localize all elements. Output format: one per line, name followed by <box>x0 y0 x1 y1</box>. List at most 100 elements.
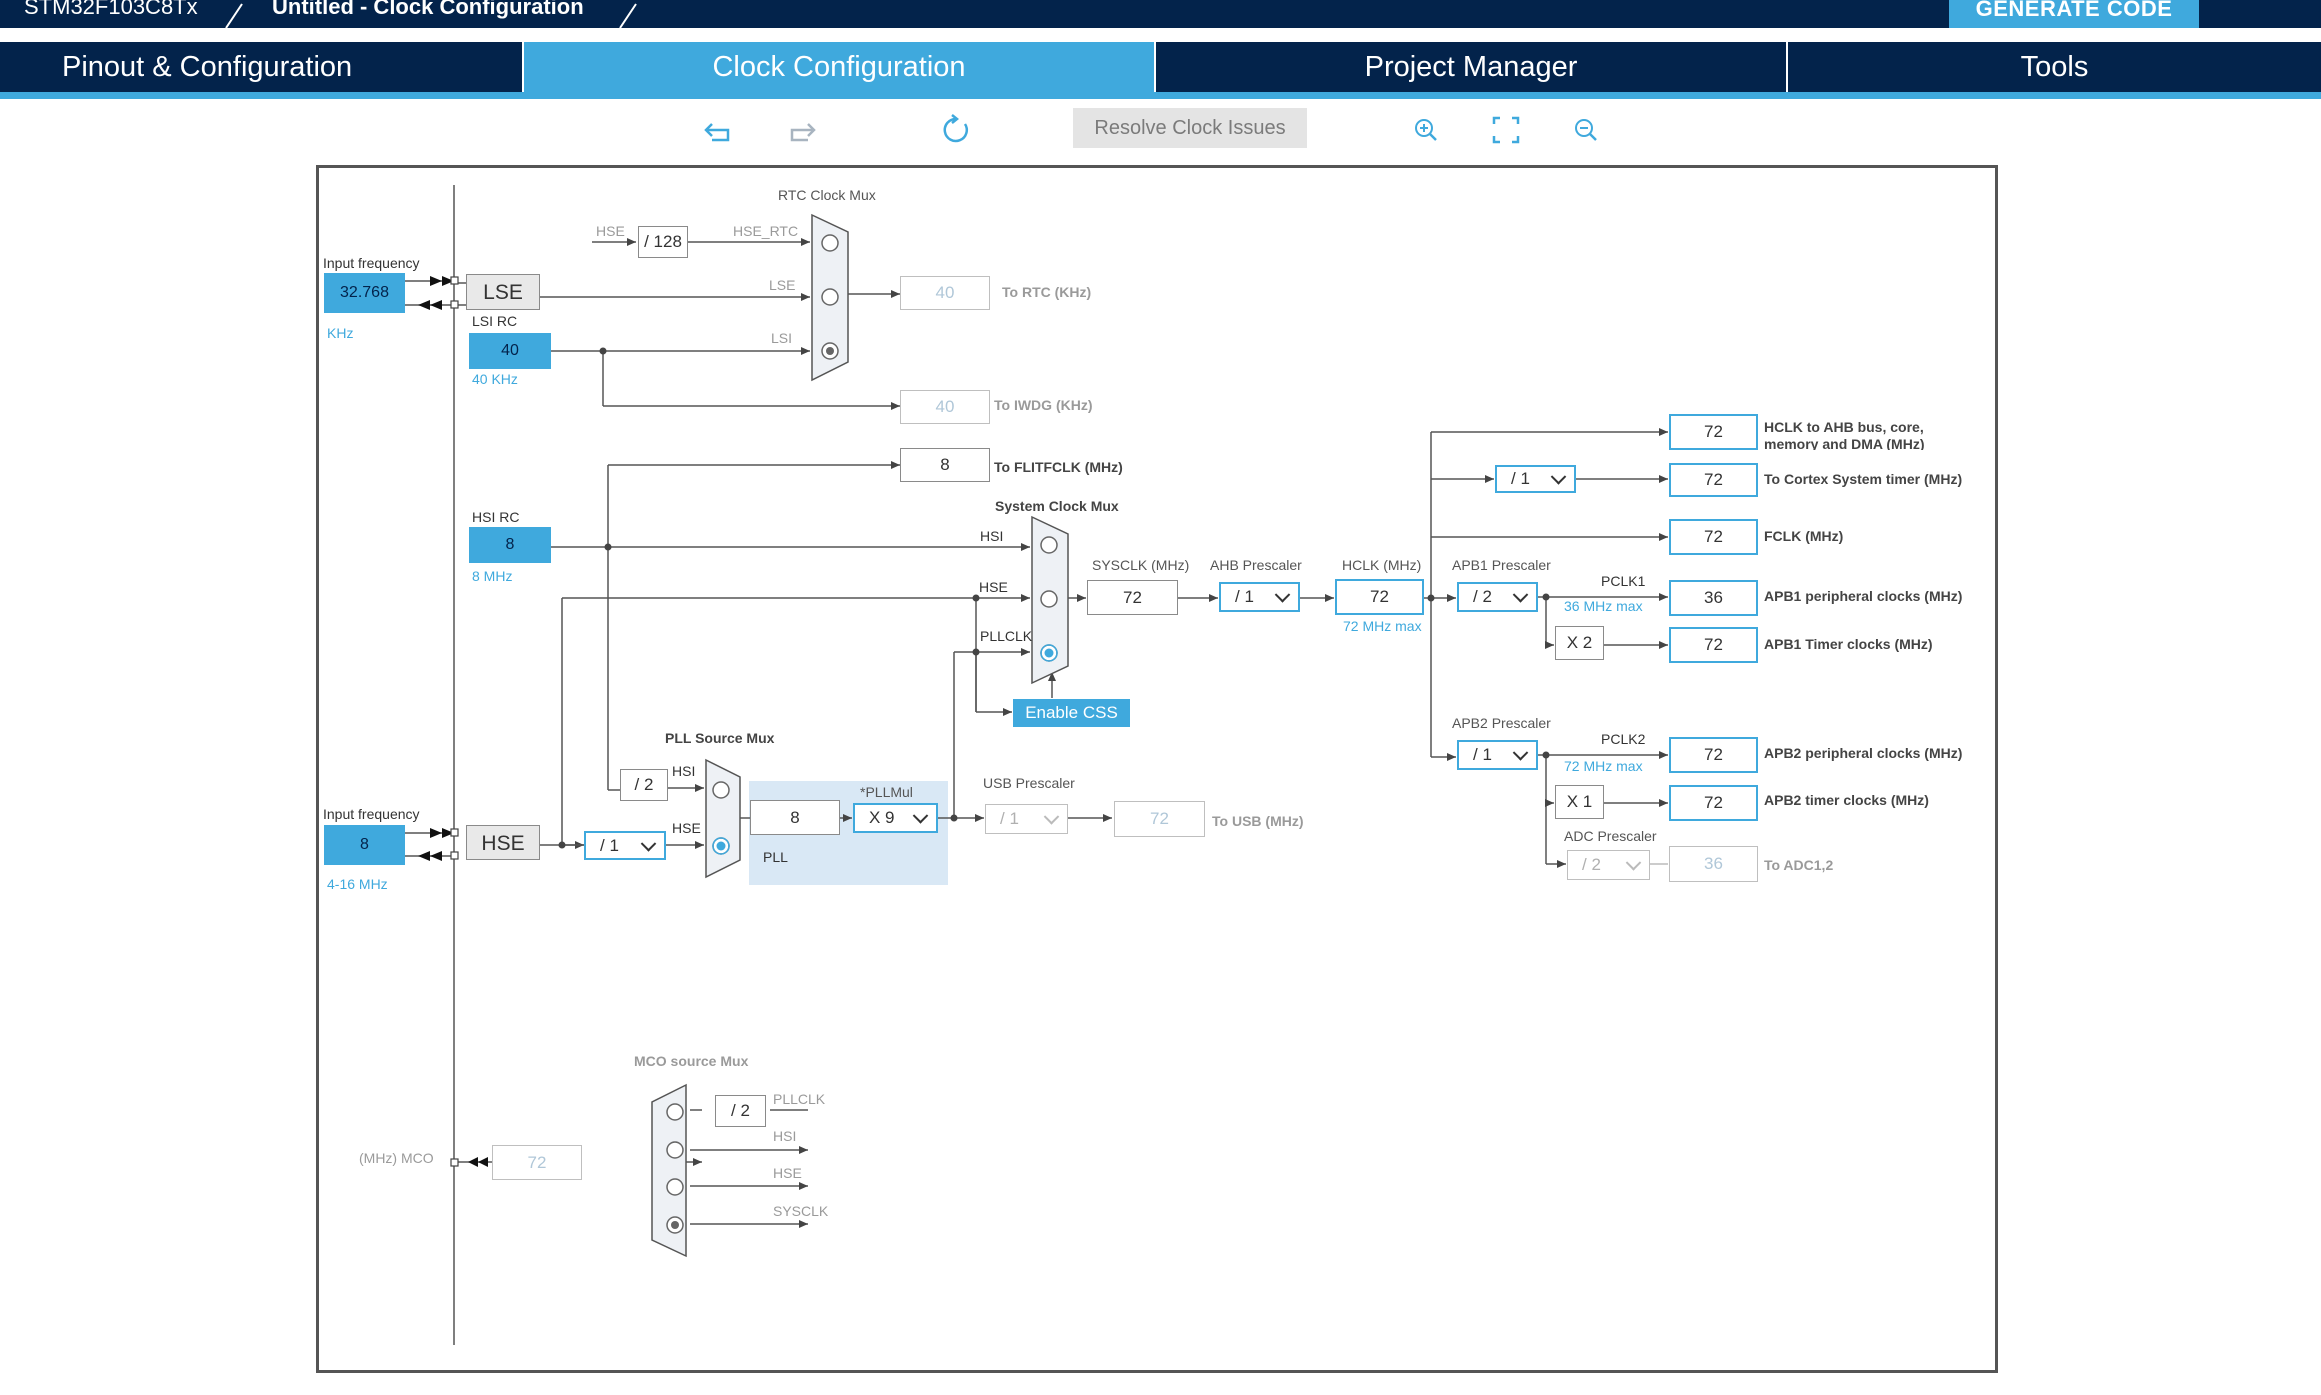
rtc-hse-label: HSE <box>596 223 625 239</box>
mco-label: (MHz) MCO <box>359 1150 434 1166</box>
refresh-icon[interactable] <box>938 112 974 148</box>
breadcrumb-project[interactable]: Untitled - Clock Configuration <box>272 0 584 19</box>
lse-unit: KHz <box>327 325 354 341</box>
usb-prescaler-label: USB Prescaler <box>983 775 1075 791</box>
apb1-peripheral-output-label: APB1 peripheral clocks (MHz) <box>1764 588 1963 604</box>
apb1-prescaler-label: APB1 Prescaler <box>1452 557 1551 573</box>
apb2-prescaler-label: APB2 Prescaler <box>1452 715 1551 731</box>
zoom-in-icon[interactable] <box>1408 112 1444 148</box>
breadcrumb-device[interactable]: STM32F103C8Tx <box>24 0 198 19</box>
apb2-peripheral-output-label: APB2 peripheral clocks (MHz) <box>1764 745 1963 761</box>
hclk-ahb-output-label: HCLK to AHB bus, core, <box>1764 419 1924 435</box>
hclk-max: 72 MHz max <box>1343 618 1422 634</box>
tab-underline <box>0 92 2321 99</box>
apb1-timer-multiplier: X 2 <box>1555 626 1604 660</box>
lsi-label: LSI RC <box>472 313 518 329</box>
hse-prediv-select[interactable]: / 1 <box>584 831 666 860</box>
pll-input-value: 8 <box>750 800 840 835</box>
enable-css-button[interactable]: Enable CSS <box>1013 699 1130 727</box>
hclk-value[interactable]: 72 <box>1335 579 1424 615</box>
tab-separator <box>522 42 524 92</box>
cortex-timer-divider-select[interactable]: / 1 <box>1495 465 1576 493</box>
tab-clock-configuration[interactable]: Clock Configuration <box>524 42 1154 92</box>
pll-mux-hsi-label: HSI <box>672 763 696 779</box>
apb2-prescaler-value: / 1 <box>1473 745 1492 764</box>
apb2-peripheral-output-value[interactable]: 72 <box>1669 737 1758 773</box>
rtc-lsi-label: LSI <box>771 330 793 346</box>
top-bar <box>0 0 2321 28</box>
chevron-down-icon <box>1512 745 1529 761</box>
generate-code-button[interactable]: GENERATE CODE <box>1949 0 2199 28</box>
pllmul-select[interactable]: X 9 <box>853 803 938 833</box>
fclk-output-value[interactable]: 72 <box>1669 519 1758 555</box>
adc-prescaler-value: / 2 <box>1582 855 1601 874</box>
lse-input-frequency[interactable]: 32.768 <box>324 273 405 313</box>
lsi-unit: 40 KHz <box>472 371 518 387</box>
apb2-timer-multiplier: X 1 <box>1555 785 1604 819</box>
tab-separator <box>1154 42 1156 92</box>
apb2-timer-output-label: APB2 timer clocks (MHz) <box>1764 792 1929 808</box>
iwdg-output-label: To IWDG (KHz) <box>994 397 1093 413</box>
adc-output-label: To ADC1,2 <box>1764 857 1834 873</box>
apb2-timer-output-value[interactable]: 72 <box>1669 785 1758 821</box>
apb2-prescaler-select[interactable]: / 1 <box>1457 740 1538 770</box>
pll-source-mux-title: PLL Source Mux <box>665 730 775 746</box>
mco-value: 72 <box>492 1145 582 1180</box>
chevron-down-icon <box>1625 855 1642 871</box>
hsi-label: HSI RC <box>472 509 520 525</box>
system-mux-title: System Clock Mux <box>995 498 1119 514</box>
chevron-down-icon <box>912 808 929 824</box>
apb1-peripheral-output-value[interactable]: 36 <box>1669 580 1758 616</box>
undo-icon[interactable] <box>702 112 738 148</box>
fit-screen-icon[interactable] <box>1488 112 1524 148</box>
apb1-timer-output-label: APB1 Timer clocks (MHz) <box>1764 636 1933 652</box>
apb1-prescaler-select[interactable]: / 2 <box>1457 582 1538 612</box>
tab-tools[interactable]: Tools <box>2020 51 2089 83</box>
hse-input-label: Input frequency <box>323 806 420 822</box>
hse-input-frequency[interactable]: 8 <box>324 825 405 865</box>
sysclk-value: 72 <box>1087 580 1178 615</box>
sys-mux-pllclk-label: PLLCLK <box>980 628 1033 644</box>
ahb-prescaler-label: AHB Prescaler <box>1210 557 1302 573</box>
usb-output-value: 72 <box>1114 801 1205 837</box>
hsi-value: 8 <box>469 527 551 563</box>
fclk-output-label: FCLK (MHz) <box>1764 528 1844 544</box>
mco-pll-divider: / 2 <box>715 1095 766 1127</box>
resolve-clock-issues-button[interactable]: Resolve Clock Issues <box>1073 108 1307 148</box>
hse-prediv-value: / 1 <box>600 836 619 855</box>
apb1-timer-output-value[interactable]: 72 <box>1669 627 1758 663</box>
chevron-down-icon <box>1550 469 1567 485</box>
redo-icon[interactable] <box>782 112 818 148</box>
tab-project-manager[interactable]: Project Manager <box>1364 51 1578 83</box>
mco-mux-title: MCO source Mux <box>634 1053 749 1069</box>
tab-bar <box>0 42 2321 92</box>
cortex-timer-output-label: To Cortex System timer (MHz) <box>1764 471 1963 487</box>
tab-pinout[interactable]: Pinout & Configuration <box>62 51 353 83</box>
adc-prescaler-select[interactable]: / 2 <box>1567 850 1650 880</box>
sys-mux-hsi-label: HSI <box>980 528 1004 544</box>
pll-label: PLL <box>763 849 788 865</box>
pll-mux-hse-label: HSE <box>672 820 701 836</box>
iwdg-output-value: 40 <box>900 390 990 424</box>
hclk-ahb-output-value[interactable]: 72 <box>1669 414 1758 450</box>
ahb-prescaler-select[interactable]: / 1 <box>1219 582 1300 612</box>
pclk1-label: PCLK1 <box>1601 573 1646 589</box>
rtc-hse-rtc-label: HSE_RTC <box>733 223 799 239</box>
pllmul-value: X 9 <box>869 808 895 827</box>
hse-unit: 4-16 MHz <box>327 876 388 892</box>
adc-prescaler-label: ADC Prescaler <box>1564 828 1657 844</box>
chevron-down-icon <box>640 835 657 852</box>
usb-prescaler-value: / 1 <box>1000 809 1019 828</box>
hse-oscillator[interactable]: HSE <box>466 825 540 860</box>
rtc-lse-label: LSE <box>769 277 796 293</box>
cortex-timer-output-value[interactable]: 72 <box>1669 463 1758 497</box>
lse-oscillator[interactable]: LSE <box>466 274 540 310</box>
pll-hsi-divider: / 2 <box>620 769 668 801</box>
usb-prescaler-select[interactable]: / 1 <box>985 804 1068 834</box>
chevron-down-icon <box>1274 587 1291 603</box>
zoom-out-icon[interactable] <box>1568 112 1604 148</box>
tab-separator <box>1786 42 1788 92</box>
rtc-mux-title: RTC Clock Mux <box>778 187 876 203</box>
hclk-label: HCLK (MHz) <box>1342 557 1422 573</box>
